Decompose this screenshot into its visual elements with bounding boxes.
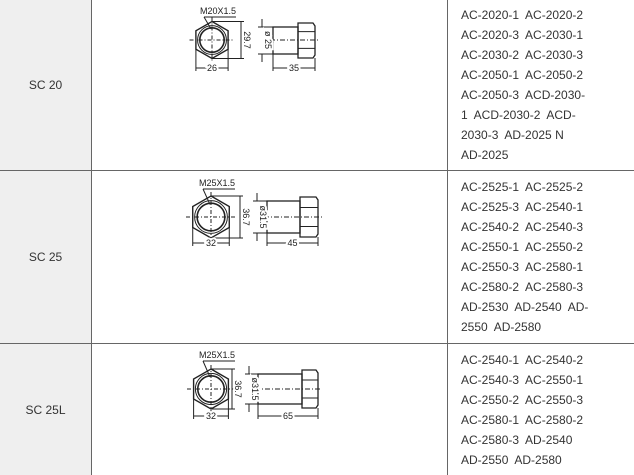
thread-spec-label: M25X1.5 xyxy=(199,178,235,188)
nut-outline xyxy=(297,22,316,59)
model-line: AC-2580-2 AC-2580-3 xyxy=(461,280,584,294)
leader-line xyxy=(203,16,212,30)
column-divider xyxy=(447,0,448,475)
model-line: AC-2525-1 AC-2525-2 xyxy=(461,180,584,194)
row-name-sc20: SC 20 xyxy=(0,0,91,170)
hex-width-label: 32 xyxy=(206,238,216,248)
hex-width-label: 32 xyxy=(206,411,216,421)
column-divider xyxy=(91,0,92,475)
model-name: SC 25L xyxy=(25,402,66,417)
hex-height-label: 36.7 xyxy=(241,208,251,226)
part-drawing xyxy=(186,188,322,246)
model-line: AC-2020-1 AC-2020-2 xyxy=(461,8,584,22)
model-line: 2030-3 AD-2025 N xyxy=(461,128,564,142)
length-label: 35 xyxy=(289,63,299,73)
model-line: AD-2025 xyxy=(461,148,509,162)
hex-height-label: 36.7 xyxy=(233,380,243,398)
model-line: AC-2580-1 AC-2580-2 xyxy=(461,413,584,427)
row-divider xyxy=(0,343,634,344)
model-name: SC 20 xyxy=(28,78,63,92)
model-line: AC-2580-3 AD-2540 xyxy=(461,433,573,447)
nut-outline xyxy=(301,369,319,409)
row-name-sc25: SC 25 xyxy=(0,171,91,343)
thread-circle xyxy=(198,26,226,54)
model-name: SC 25 xyxy=(28,250,63,264)
model-line: AC-2525-3 AC-2540-1 xyxy=(461,200,584,214)
diameter-label: ø31.5 xyxy=(250,377,260,400)
thread-spec-label: M25X1.5 xyxy=(199,350,235,360)
model-line: AC-2550-2 AC-2550-3 xyxy=(461,393,584,407)
nut-outline xyxy=(299,196,319,238)
part-drawing xyxy=(187,360,322,419)
model-line: AD-2530 AD-2540 AD- xyxy=(461,300,589,314)
model-line: AC-2050-1 AC-2050-2 xyxy=(461,68,584,82)
model-line: AC-2550-3 AC-2580-1 xyxy=(461,260,584,274)
length-label: 65 xyxy=(283,411,293,421)
model-line: AC-2550-1 AC-2550-2 xyxy=(461,240,584,254)
model-line: AC-2540-2 AC-2540-3 xyxy=(461,220,584,234)
model-line: AC-2030-2 AC-2030-3 xyxy=(461,48,584,62)
model-line: 2550 AD-2580 xyxy=(461,320,542,334)
leader-line xyxy=(202,360,211,378)
leader-line xyxy=(202,188,211,205)
row-name-sc25l: SC 25L xyxy=(0,344,91,475)
model-line: AC-2540-3 AC-2550-1 xyxy=(461,373,584,387)
model-line: AC-2050-3 ACD-2030- xyxy=(461,88,586,102)
model-line: AD-2550 AD-2580 xyxy=(461,453,562,467)
hex-height-label: 29.7 xyxy=(242,31,252,49)
hex-circle xyxy=(194,200,228,234)
diameter-label: ø 25 xyxy=(263,31,273,49)
row-divider xyxy=(0,170,634,171)
diameter-label: ø31.5 xyxy=(258,205,268,228)
part-drawing xyxy=(189,16,319,71)
model-line: 1 ACD-2030-2 ACD- xyxy=(461,108,576,122)
hex-width-label: 26 xyxy=(207,63,217,73)
model-line: AC-2020-3 AC-2030-1 xyxy=(461,28,584,42)
model-line: AC-2540-1 AC-2540-2 xyxy=(461,353,584,367)
thread-spec-label: M20X1.5 xyxy=(200,6,236,16)
length-label: 45 xyxy=(287,238,297,248)
